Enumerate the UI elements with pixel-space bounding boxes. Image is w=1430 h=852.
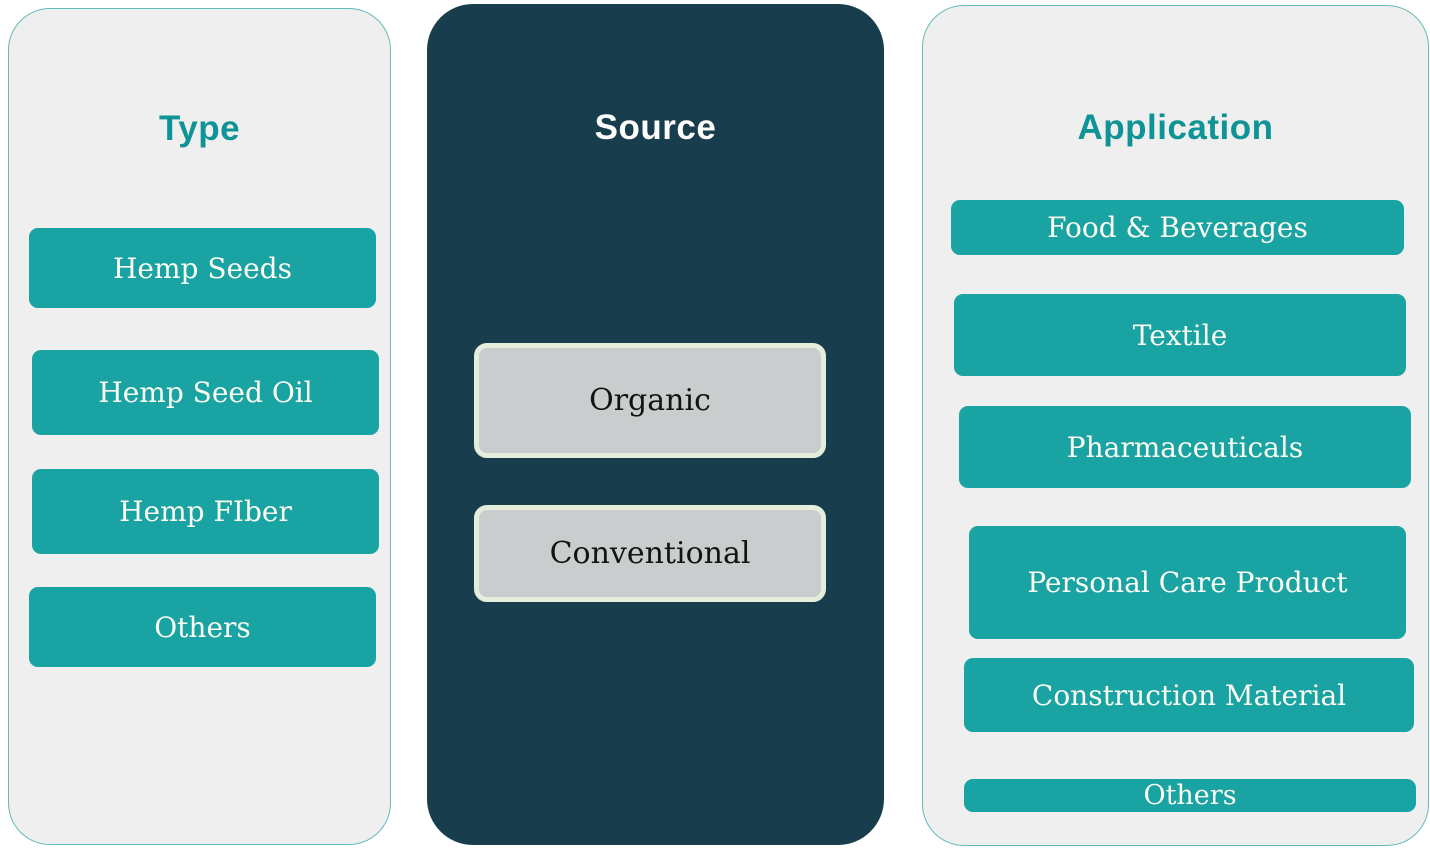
source-item-organic: Organic (474, 343, 826, 458)
source-item-conventional: Conventional (474, 505, 826, 602)
application-item-pharmaceuticals: Pharmaceuticals (959, 406, 1411, 488)
type-item-hemp-seed-oil: Hemp Seed Oil (32, 350, 379, 435)
type-panel-title: Type (158, 109, 241, 148)
type-item-hemp-fiber: Hemp FIber (32, 469, 379, 554)
application-panel: Application Food & Beverages Textile Pha… (922, 5, 1429, 846)
application-item-food-beverages: Food & Beverages (951, 200, 1404, 255)
source-panel: Source Organic Conventional (427, 4, 884, 845)
application-panel-title: Application (1077, 108, 1274, 147)
application-item-others: Others (964, 779, 1416, 812)
type-item-others: Others (29, 587, 376, 667)
application-item-textile: Textile (954, 294, 1406, 376)
type-item-hemp-seeds: Hemp Seeds (29, 228, 376, 308)
source-panel-title: Source (594, 108, 717, 147)
application-item-personal-care-product: Personal Care Product (969, 526, 1406, 639)
type-panel: Type Hemp Seeds Hemp Seed Oil Hemp FIber… (8, 8, 391, 845)
application-item-construction-material: Construction Material (964, 658, 1414, 732)
